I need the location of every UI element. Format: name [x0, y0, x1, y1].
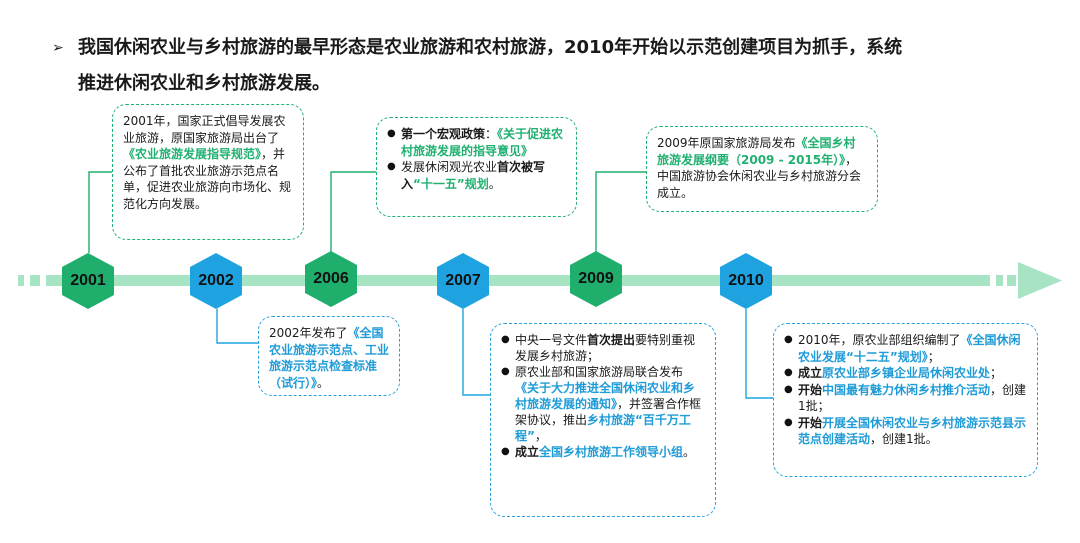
list-item: 成立全国乡村旅游工作领导小组。 — [501, 444, 705, 460]
note-2002: 2002年发布了《全国农业旅游示范点、工业旅游示范点检查标准（试行）》。 — [258, 316, 400, 396]
timeline-arrow — [18, 262, 1062, 299]
list-item: 中央一号文件首次提出要特别重视发展乡村旅游； — [501, 332, 705, 364]
year-node-2010: 2010 — [720, 253, 772, 309]
heading-line-2: 推进休闲农业和乡村旅游发展。 — [78, 73, 330, 94]
year-label: 2006 — [313, 270, 349, 287]
note-2009: 2009年原国家旅游局发布《全国乡村旅游发展纲要（2009 - 2015年）》，… — [646, 126, 878, 212]
year-node-2002: 2002 — [190, 253, 242, 309]
arrow-head-icon — [1018, 262, 1062, 299]
arrow-dash — [30, 275, 40, 286]
connector-2007 — [462, 309, 490, 396]
year-node-2001: 2001 — [62, 253, 114, 309]
note-2010: 2010年，原农业部组织编制了《全国休闲农业发展“十二五”规划》； 成立原农业部… — [773, 323, 1038, 477]
list-item: 第一个宏观政策：《关于促进农村旅游发展的指导意见》 — [387, 126, 566, 159]
note-2001: 2001年，国家正式倡导发展农业旅游，原国家旅游局出台了《农业旅游发展指导规范》… — [112, 104, 304, 240]
list-item: 开始开展全国休闲农业与乡村旅游示范县示范点创建活动，创建1批。 — [784, 415, 1027, 448]
year-label: 2001 — [70, 272, 106, 289]
arrow-dash — [18, 275, 24, 286]
list-item: 2010年，原农业部组织编制了《全国休闲农业发展“十二五”规划》； — [784, 332, 1027, 365]
page-heading: ➢ 我国休闲农业与乡村旅游的最早形态是农业旅游和农村旅游，2010年开始以示范创… — [52, 30, 1052, 102]
year-label: 2010 — [728, 272, 764, 289]
year-label: 2002 — [198, 272, 234, 289]
list-item: 开始中国最有魅力休闲乡村推介活动，创建1批； — [784, 382, 1027, 415]
year-label: 2007 — [445, 272, 481, 289]
list-item: 原农业部和国家旅游局联合发布《关于大力推进全国休闲农业和乡村旅游发展的通知》，并… — [501, 364, 705, 444]
note-2007: 中央一号文件首次提出要特别重视发展乡村旅游； 原农业部和国家旅游局联合发布《关于… — [490, 323, 716, 517]
list-item: 发展休闲观光农业首次被写入“十一五”规划。 — [387, 159, 566, 192]
list-item: 成立原农业部乡镇企业局休闲农业处； — [784, 365, 1027, 382]
connector-2010 — [745, 309, 773, 399]
year-node-2007: 2007 — [437, 253, 489, 309]
connector-2009 — [595, 171, 646, 253]
year-label: 2009 — [578, 270, 614, 287]
arrow-gap — [1003, 275, 1007, 286]
connector-2006 — [330, 171, 378, 253]
year-node-2009: 2009 — [570, 251, 622, 307]
connector-2001 — [88, 171, 112, 253]
note-2006: 第一个宏观政策：《关于促进农村旅游发展的指导意见》 发展休闲观光农业首次被写入“… — [376, 117, 577, 217]
arrow-gap — [990, 275, 996, 286]
year-node-2006: 2006 — [305, 251, 357, 307]
heading-line-1: 我国休闲农业与乡村旅游的最早形态是农业旅游和农村旅游，2010年开始以示范创建项… — [78, 37, 903, 58]
arrow-shaft — [46, 275, 1016, 286]
arrow-bullet-icon: ➢ — [52, 40, 64, 56]
connector-2002 — [216, 309, 258, 344]
